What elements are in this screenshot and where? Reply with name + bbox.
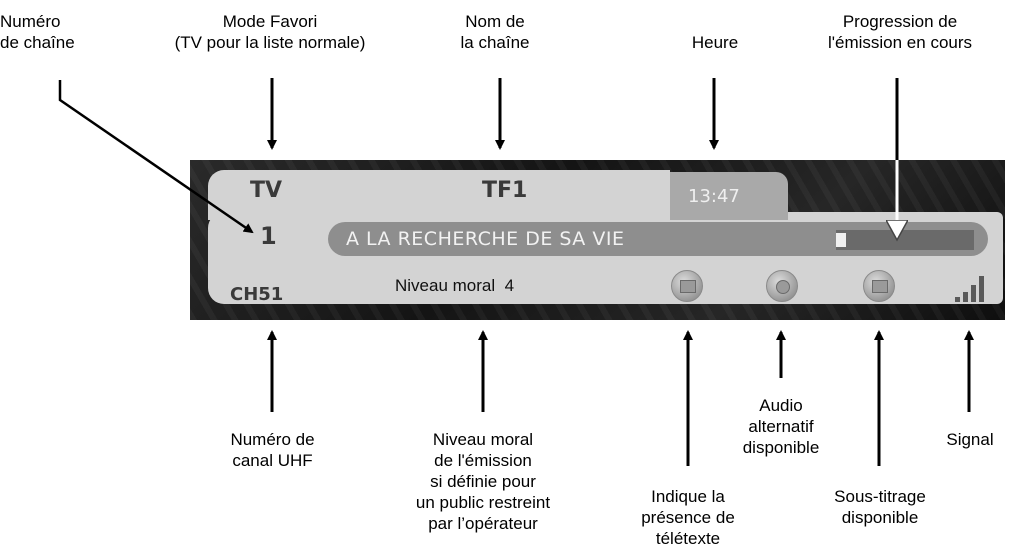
- moral-label: Niveau moral: [395, 276, 496, 295]
- label-line: Indique la: [651, 487, 725, 506]
- moral-value: 4: [504, 276, 515, 295]
- channel-number: 1: [260, 222, 277, 250]
- label-line: de l'émission: [434, 451, 532, 470]
- label-favorite-mode: Mode Favori (TV pour la liste normale): [130, 11, 410, 53]
- label-line: si définie pour: [430, 472, 536, 491]
- label-alternate-audio: Audio alternatif disponible: [725, 395, 837, 458]
- subtitles-icon: [863, 270, 895, 302]
- label-line: par l’opérateur: [428, 514, 538, 533]
- audio-glyph: [776, 280, 790, 294]
- signal-bar: [955, 297, 960, 302]
- uhf-channel: CH51: [230, 284, 284, 305]
- banner-top-tab: [208, 170, 670, 220]
- time-tab: [670, 172, 788, 220]
- teletext-glyph: [680, 280, 696, 293]
- tv-info-banner: TV TF1 13:47 1 A LA RECHERCHE DE SA VIE …: [190, 160, 1005, 320]
- moral-level: Niveau moral 4: [395, 276, 514, 296]
- arrow-channel-number: [58, 80, 254, 234]
- signal-bar: [971, 285, 976, 302]
- channel-name: TF1: [482, 178, 528, 203]
- label-line: Progression de: [842, 12, 958, 31]
- label-line: Numéro: [0, 12, 61, 31]
- label-subtitles: Sous-titrage disponible: [805, 486, 955, 528]
- label-line: disponible: [841, 508, 919, 527]
- label-uhf-channel: Numéro de canal UHF: [200, 429, 345, 471]
- signal-bars-icon: [955, 272, 995, 302]
- label-line: de chaîne: [0, 33, 75, 52]
- alternate-audio-icon: [766, 270, 798, 302]
- label-moral-level: Niveau moral de l'émission si définie po…: [383, 429, 583, 534]
- signal-bar: [979, 276, 984, 302]
- label-line: un public restreint: [415, 493, 551, 512]
- program-title-bar: A LA RECHERCHE DE SA VIE: [328, 222, 988, 256]
- label-line: (TV pour la liste normale): [174, 33, 366, 52]
- label-line: Signal: [946, 430, 994, 449]
- label-line: Mode Favori: [222, 12, 318, 31]
- label-line: disponible: [742, 438, 820, 457]
- label-line: Audio: [759, 396, 803, 415]
- label-line: la chaîne: [460, 33, 530, 52]
- label-time: Heure: [660, 32, 770, 53]
- label-line: Numéro de: [230, 430, 315, 449]
- label-line: l'émission en cours: [827, 33, 973, 52]
- label-teletext: Indique la présence de télétexte: [618, 486, 758, 549]
- label-line: canal UHF: [232, 451, 313, 470]
- label-line: Nom de: [465, 12, 525, 31]
- label-line: alternatif: [748, 417, 814, 436]
- label-channel-name: Nom de la chaîne: [420, 11, 570, 53]
- favorite-mode: TV: [250, 178, 283, 203]
- subtitles-glyph: [872, 280, 888, 293]
- label-line: présence de: [641, 508, 735, 527]
- label-line: télétexte: [655, 529, 721, 548]
- time-display: 13:47: [688, 186, 740, 207]
- label-line: Sous-titrage: [834, 487, 926, 506]
- program-progress-fill: [836, 233, 846, 247]
- label-signal: Signal: [930, 429, 1010, 450]
- label-line: Niveau moral: [432, 430, 534, 449]
- label-line: Heure: [691, 33, 739, 52]
- program-title: A LA RECHERCHE DE SA VIE: [346, 228, 625, 250]
- signal-bar: [963, 292, 968, 302]
- label-channel-number: Numéro de chaîne: [0, 11, 92, 53]
- label-progress: Progression de l'émission en cours: [800, 11, 1000, 53]
- teletext-icon: [671, 270, 703, 302]
